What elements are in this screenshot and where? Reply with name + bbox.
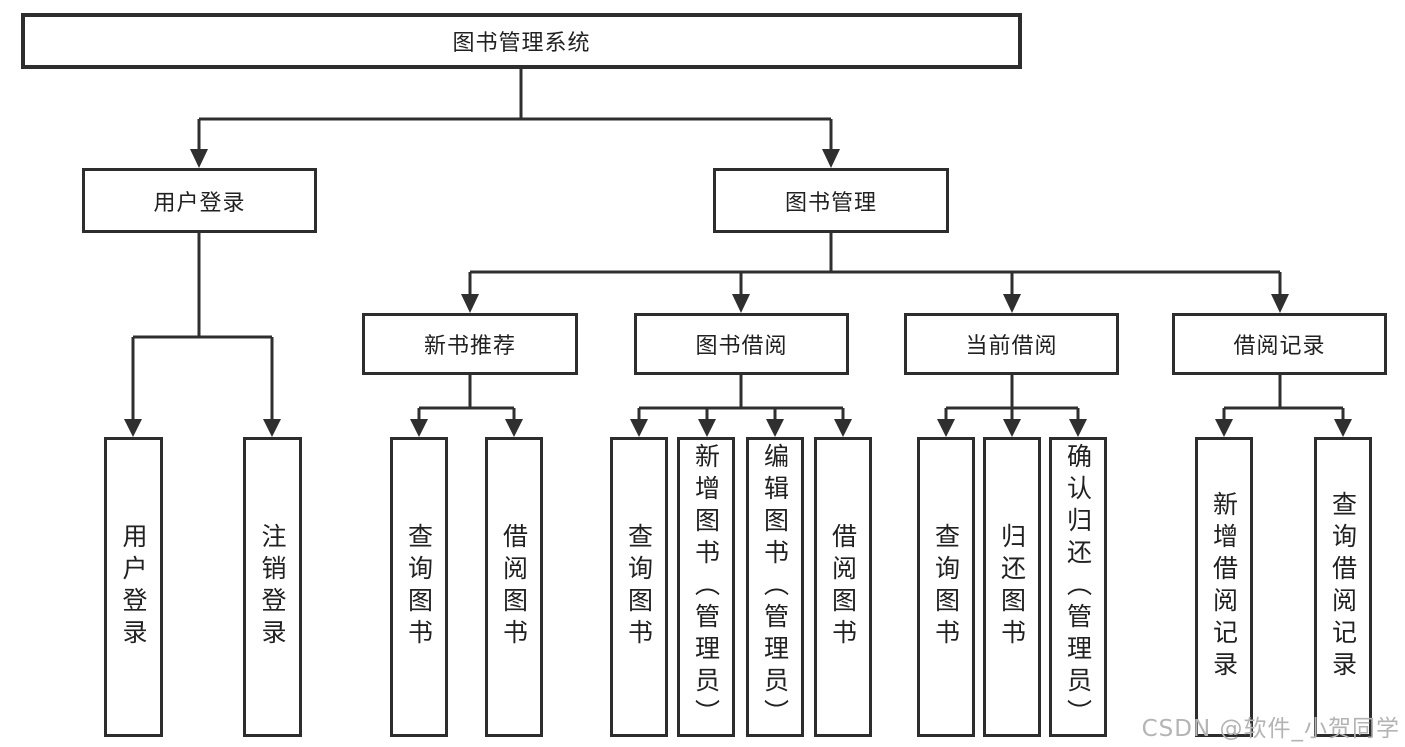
- connector-new-book-recommend-children: [417, 375, 516, 421]
- leaf-query-books-borrowing: 查询图书: [610, 437, 668, 737]
- connector-book-management-children: [468, 233, 1282, 296]
- node-label: 图书管理系统: [452, 31, 591, 56]
- leaf-confirm-return-admin: 确认归还（管理员）: [1049, 437, 1107, 737]
- node-label: 用户登录: [153, 190, 246, 216]
- node-label: 借阅图书: [828, 523, 858, 651]
- connector-book-borrowing-children: [637, 375, 845, 421]
- node-label: 借阅记录: [1233, 334, 1326, 359]
- node-library-system: 图书管理系统: [21, 13, 1022, 69]
- leaf-query-books-recommend: 查询图书: [390, 437, 448, 737]
- leaf-add-books-admin: 新增图书（管理员）: [677, 437, 735, 737]
- leaf-borrow-books: 借阅图书: [814, 437, 872, 737]
- leaf-user-login: 用户登录: [104, 437, 163, 737]
- csdn-watermark: CSDN @软件_小贺同学: [1141, 716, 1400, 742]
- node-label: 编辑图书（管理员）: [760, 443, 790, 731]
- node-label: 查询图书: [624, 523, 654, 651]
- node-user-login: 用户登录: [82, 168, 317, 233]
- node-label: 新增图书（管理员）: [691, 443, 721, 731]
- connector-borrowing-records-children: [1222, 375, 1345, 421]
- node-label: 查询图书: [931, 523, 961, 651]
- node-label: 图书借阅: [695, 334, 788, 359]
- connector-current-borrowing-children: [944, 375, 1080, 421]
- connector-user-login-children: [131, 233, 274, 421]
- leaf-query-borrow-record: 查询借阅记录: [1314, 437, 1372, 737]
- node-label: 注销登录: [258, 523, 287, 651]
- node-label: 图书管理: [784, 190, 877, 216]
- node-label: 当前借阅: [965, 334, 1058, 359]
- node-current-borrowing: 当前借阅: [904, 313, 1119, 375]
- node-book-borrowing: 图书借阅: [634, 313, 849, 375]
- node-new-book-recommend: 新书推荐: [362, 313, 578, 375]
- node-label: 归还图书: [997, 523, 1027, 651]
- node-label: 查询借阅记录: [1328, 491, 1358, 683]
- node-label: 借阅图书: [499, 523, 529, 651]
- node-label: 新书推荐: [423, 334, 516, 359]
- node-label: 查询图书: [404, 523, 434, 651]
- node-label: 用户登录: [119, 523, 148, 651]
- leaf-return-books: 归还图书: [983, 437, 1041, 737]
- leaf-edit-books-admin: 编辑图书（管理员）: [746, 437, 804, 737]
- leaf-logout-login: 注销登录: [243, 437, 302, 737]
- arrowheads: [124, 149, 1352, 437]
- node-borrowing-records: 借阅记录: [1172, 313, 1387, 375]
- leaf-borrow-books-recommend: 借阅图书: [485, 437, 543, 737]
- node-label: 新增借阅记录: [1209, 491, 1239, 683]
- leaf-add-borrow-record: 新增借阅记录: [1195, 437, 1253, 737]
- node-book-management: 图书管理: [713, 168, 949, 233]
- leaf-query-books-current: 查询图书: [917, 437, 975, 737]
- connector-root-to-level2: [197, 69, 833, 151]
- node-label: 确认归还（管理员）: [1063, 443, 1093, 731]
